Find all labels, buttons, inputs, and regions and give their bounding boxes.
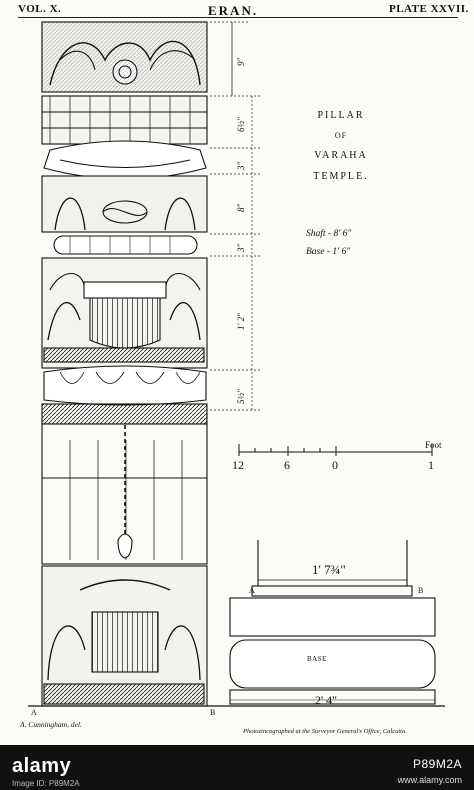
pillar-illustration	[28, 21, 445, 707]
volume-label: VOL. X.	[18, 3, 62, 15]
title-line-2: OF	[334, 131, 348, 140]
scale-bar	[238, 444, 433, 456]
dimension-list: Shaft - 8' 6" Base - 1' 6"	[306, 225, 351, 261]
site-title: ERAN.	[208, 3, 259, 18]
mark-figures: 8"	[236, 203, 246, 212]
plate-number: PLATE XXVII.	[389, 3, 469, 15]
base-top-width: 1' 7¾"	[312, 562, 346, 577]
scale-tick-1: 1	[428, 458, 434, 472]
pillar-point-b: B	[210, 708, 216, 717]
header-rule	[18, 17, 458, 18]
title-line-4: TEMPLE.	[313, 171, 369, 182]
shaft-dimension: Shaft - 8' 6"	[306, 229, 352, 239]
base-point-b: B	[418, 586, 424, 595]
plate: VOL. X. ERAN. PLATE XXVII.	[18, 3, 469, 735]
base-point-a: A	[249, 586, 255, 595]
scale-tick-12: 12	[232, 458, 244, 472]
image-id: Image ID: P89M2A	[12, 779, 80, 788]
base-elevation	[222, 540, 445, 707]
base-bottom-width: 2' 4"	[315, 693, 338, 707]
title-line-1: PILLAR	[317, 110, 365, 121]
stock-watermark-bar: alamy Image ID: P89M2A P89M2A www.alamy.…	[0, 745, 474, 790]
scale-tick-0: 0	[332, 458, 338, 472]
image-code: P89M2A	[412, 757, 462, 771]
scale-tick-6: 6	[284, 458, 290, 472]
mark-vase: 1' 2"	[236, 313, 246, 330]
mark-band: 6½"	[236, 116, 246, 132]
printer-credit: Photozincographed at the Surveyor Genera…	[243, 728, 407, 735]
mark-lotus: 5½"	[236, 388, 246, 404]
base-dimension: Base - 1' 6"	[306, 247, 351, 257]
draftsman-credit: A. Cunningham, del.	[20, 720, 82, 729]
base-label: BASE	[307, 655, 327, 663]
mark-cushion: 3"	[236, 161, 246, 170]
scale-unit: Foot	[425, 440, 442, 450]
watermark-url[interactable]: www.alamy.com	[397, 775, 462, 785]
alamy-logo: alamy	[12, 755, 72, 777]
pillar-title: PILLAR OF VARAHA TEMPLE.	[296, 110, 386, 192]
pillar-point-a: A	[31, 708, 37, 717]
mark-capital: 9"	[236, 57, 246, 66]
mark-torus: 3"	[236, 243, 246, 252]
title-line-3: VARAHA	[314, 150, 368, 161]
